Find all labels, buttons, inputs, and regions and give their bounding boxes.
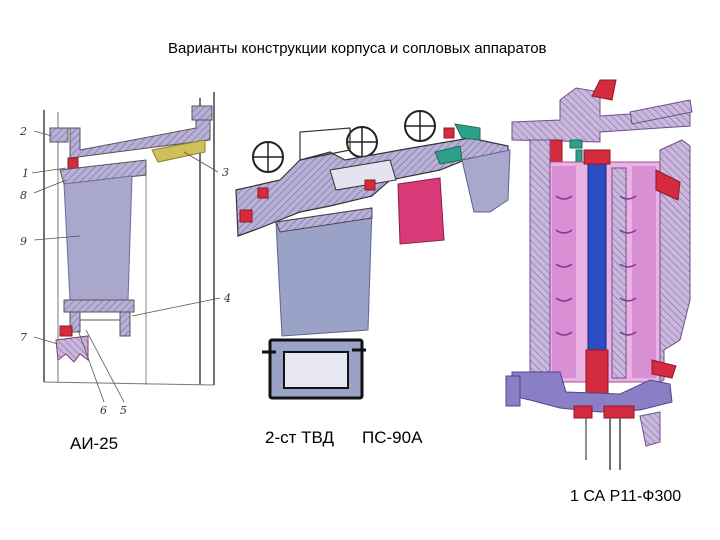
callout-8: 8	[20, 189, 27, 202]
caption-ps90a: ПС-90А	[362, 428, 423, 447]
callout-9: 9	[20, 235, 27, 248]
callout-3: 3	[222, 166, 229, 179]
callout-1: 1	[22, 167, 29, 180]
caption-r11: 1 СА Р11-Ф300	[570, 488, 682, 505]
callout-6: 6	[100, 404, 107, 417]
caption-ai25: АИ-25	[70, 434, 119, 453]
ps90a-diagram	[235, 110, 511, 400]
r11-diagram	[505, 79, 693, 470]
callout-4: 4	[223, 292, 231, 305]
callout-7: 7	[20, 331, 27, 344]
ai25-diagram: 2 1 8 9 7 3 4 6 5	[19, 92, 231, 417]
callout-2: 2	[19, 125, 27, 138]
diagram-title: Варианты конструкции корпуса и сопловых …	[168, 40, 547, 57]
callout-5: 5	[120, 404, 127, 417]
caption-tvd: 2-ст ТВД	[265, 428, 334, 447]
